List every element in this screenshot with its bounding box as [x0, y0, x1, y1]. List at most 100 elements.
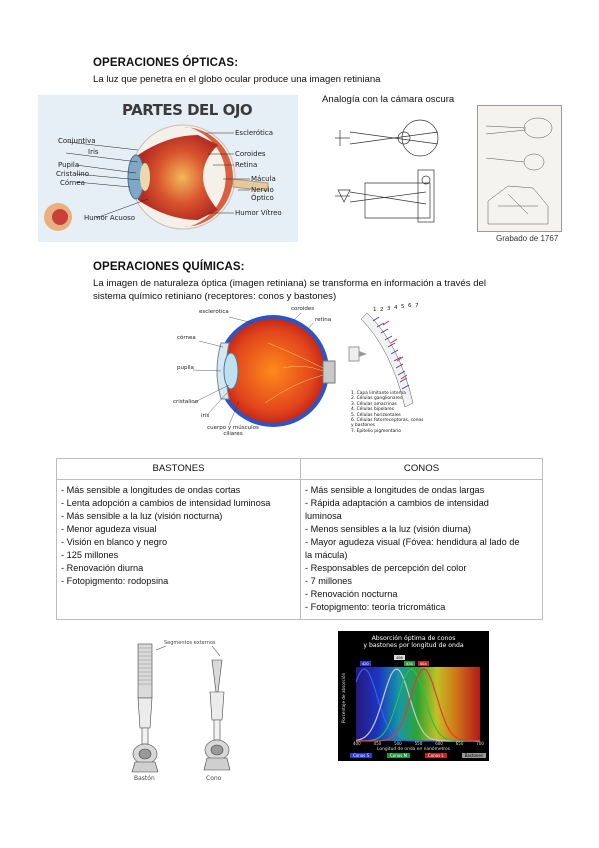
retina-legend-item: 4. Células bipolares — [351, 407, 395, 413]
label-retina-2: retina — [315, 317, 332, 323]
label-cristalino-2: cristalino — [173, 399, 199, 405]
conos-header: CONOS — [301, 459, 542, 480]
x-tick: 600 — [435, 741, 443, 746]
legend-bastones: Bastones — [461, 753, 486, 758]
chemical-title: OPERACIONES QUÍMICAS: — [93, 261, 245, 273]
label-cornea-2: córnea — [177, 335, 196, 341]
eye-cross-section — [44, 124, 269, 231]
label-coroides: Coroides — [235, 150, 266, 158]
table-row: - Renovación nocturna — [305, 589, 398, 599]
chart-legend: Conos S Conos M Conos L Bastones — [350, 753, 486, 758]
spectrum-background — [356, 667, 480, 741]
retina-num-7: 7 — [415, 303, 419, 309]
table-row: - Menos sensibles a la luz (visión diurn… — [305, 524, 471, 534]
table-row: - Visión en blanco y negro — [61, 537, 168, 547]
table-row: - Fotopigmento: rodopsina — [61, 576, 169, 586]
label-macula: Mácula — [251, 175, 276, 183]
x-tick: 550 — [414, 741, 423, 746]
table-row: la mácula) — [305, 550, 348, 560]
label-coroides-2: coroides — [291, 306, 315, 312]
chart-title-line2: y bastones por longitud de onda — [363, 642, 464, 649]
absorption-chart: Absorción óptima de conos y bastones por… — [338, 631, 489, 761]
peak-label-rod: 498 — [394, 655, 405, 660]
peak-label-s: 420 — [360, 661, 371, 666]
x-tick: 450 — [373, 741, 382, 746]
retina-eye-diagram: esclerótica coroides retina córnea pupil… — [173, 303, 425, 443]
label-humor-vitreo: Humor Vítreo — [235, 209, 282, 217]
x-tick: 700 — [476, 741, 484, 746]
camera-analogy-drawing — [335, 119, 439, 223]
retina-legend-item: 1. Capa limitante interna — [351, 391, 406, 396]
table-row: - Lenta adopción a cambios de intensidad… — [61, 498, 271, 508]
label-esclerotica-2: esclerótica — [199, 309, 229, 315]
legend-conos-m: Conos M — [387, 753, 411, 758]
label-cristalino: Cristalino — [56, 170, 90, 178]
chart-title: Absorción óptima de conos y bastones por… — [338, 635, 489, 649]
table-row: - Responsables de percepción del color — [305, 563, 467, 573]
label-cornea: Córnea — [60, 179, 85, 187]
peak-label-m: 534 — [404, 661, 415, 666]
retina-num-2: 2 — [380, 307, 384, 313]
retina-legend-item: 5. Células horizontales — [351, 412, 401, 418]
optical-title: OPERACIONES ÓPTICAS: — [93, 57, 239, 69]
rod-label: Bastón — [134, 775, 155, 782]
legend-conos-l: Conos L — [424, 753, 447, 758]
rod-cone-top-label: Segmentos externos — [164, 640, 216, 646]
eye-parts-image: PARTES DEL OJO — [38, 95, 298, 242]
x-tick: 650 — [455, 741, 464, 746]
label-pupila: Pupila — [58, 161, 80, 169]
label-humor-acuoso: Humor Acuoso — [84, 214, 136, 222]
table-row: - Fotopigmento: teoría tricromática — [305, 602, 446, 612]
table-row: - 7 millones — [305, 576, 352, 586]
retina-num-6: 6 — [408, 303, 412, 309]
chemical-text-line1: La imagen de naturaleza óptica (imagen r… — [93, 278, 487, 289]
engraving-caption: Grabado de 1767 — [496, 234, 559, 243]
label-esclerotica: Esclerótica — [235, 129, 274, 137]
rod-cone-image: Segmentos externos Bastón Cono — [120, 636, 250, 786]
camera-analogy-caption: Analogía con la cámara oscura — [322, 94, 455, 105]
chart-ylabel: Porcentaje de absorción — [341, 672, 346, 723]
peak-label-l: 564 — [418, 661, 429, 666]
x-tick: 500 — [394, 741, 402, 746]
label-cuerpo-ciliar: cuerpo y músculos ciliares — [207, 425, 259, 437]
label-iris-2: iris — [201, 413, 210, 419]
absorption-plot — [355, 667, 480, 742]
table-row: - Renovación diurna — [61, 563, 144, 573]
retina-num-4: 4 — [394, 305, 398, 311]
table-row: - Rápida adaptación a cambios de intensi… — [305, 498, 489, 508]
bastones-header: BASTONES — [57, 459, 300, 480]
x-tick: 400 — [353, 741, 361, 746]
legend-conos-s: Conos S — [350, 753, 373, 758]
chart-x-ticks: 400 450 500 550 600 650 700 — [353, 741, 484, 746]
retina-num-5: 5 — [401, 304, 405, 310]
retina-num-3: 3 — [387, 306, 391, 312]
curve-conos-m — [356, 668, 480, 742]
chart-title-line1: Absorción óptima de conos — [371, 635, 456, 642]
label-nervio-optico: Nervio Óptico — [251, 186, 274, 202]
retina-legend-item: 6. Células fotorreceptoras, conos y bast… — [351, 418, 424, 429]
chemical-text-line2: sistema químico retiniano (receptores: c… — [93, 291, 337, 302]
retina-num-1: 1 — [373, 307, 377, 313]
retina-legend: 1. Capa limitante interna 2. Células gan… — [351, 391, 425, 434]
table-row: - Menor agudeza visual — [61, 524, 157, 534]
table-row: - Más sensible a longitudes de ondas lar… — [305, 485, 485, 495]
engraving-1767-image — [477, 105, 562, 232]
table-row: - Más sensible a la luz (visión nocturna… — [61, 511, 223, 521]
retina-legend-item: 2. Células ganglionares — [351, 396, 403, 402]
optical-text: La luz que penetra en el globo ocular pr… — [93, 74, 381, 85]
curve-conos-l — [356, 668, 480, 742]
label-pupila-2: pupila — [177, 365, 194, 371]
chart-xlabel: Longitud de onda en nanómetros — [377, 747, 450, 752]
cone-label: Cono — [206, 775, 222, 782]
eye-parts-title: PARTES DEL OJO — [122, 101, 253, 119]
table-row: - Mayor agudeza visual (Fóvea: hendidura… — [305, 537, 520, 547]
retina-legend-item: 3. Células amacrinas — [351, 401, 397, 407]
label-conjuntiva: Conjuntiva — [58, 137, 96, 145]
conos-list: - Más sensible a longitudes de ondas lar… — [301, 480, 542, 614]
table-row: luminosa — [305, 511, 342, 521]
rods-cones-table: BASTONES - Más sensible a longitudes de … — [56, 458, 543, 620]
label-retina: Retina — [235, 161, 258, 169]
table-row: - Más sensible a longitudes de ondas cor… — [61, 485, 241, 495]
label-iris: Iris — [88, 148, 99, 156]
table-row: - 125 millones — [61, 550, 119, 560]
